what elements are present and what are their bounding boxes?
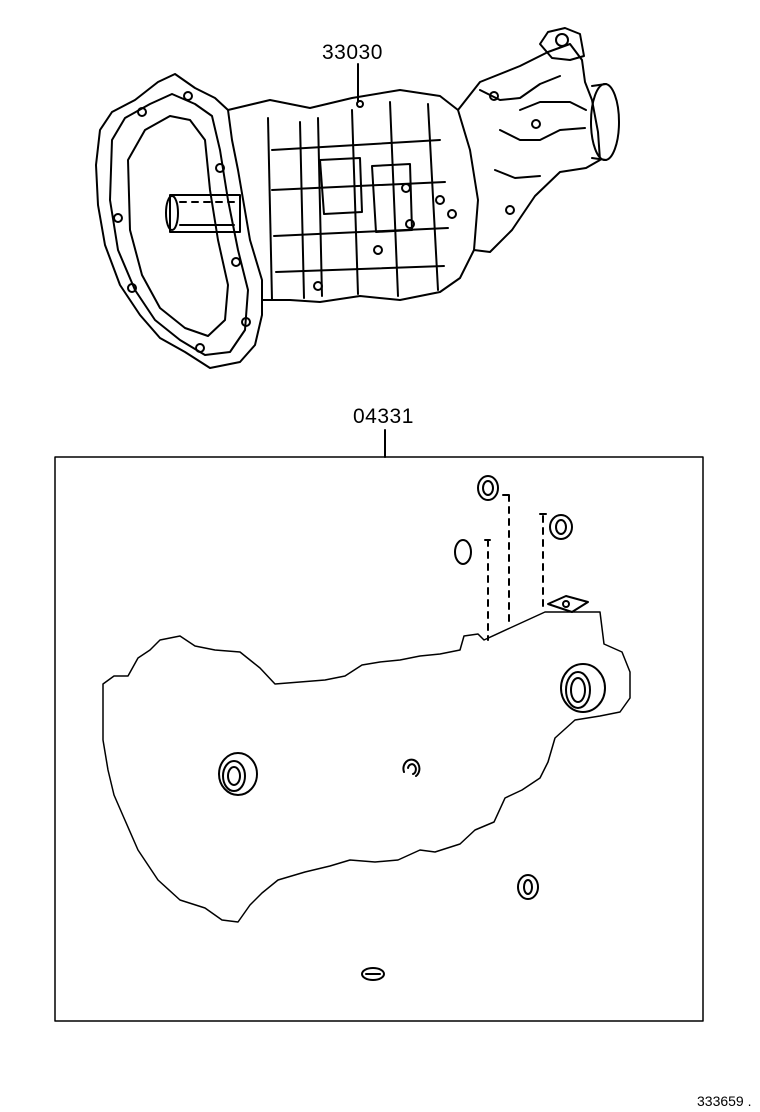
seal-ring-right — [549, 514, 573, 540]
part-number-transmission[interactable]: 33030 — [322, 41, 383, 64]
washer — [361, 967, 385, 981]
figure-id: 333659 . — [697, 1093, 752, 1109]
seal-ring-top — [477, 475, 499, 501]
seal-ring-lower — [517, 874, 539, 900]
gasket-kit-frame — [54, 456, 704, 1022]
o-ring — [454, 539, 472, 565]
transmission-assembly-drawing[interactable] — [95, 27, 620, 369]
gasket-plate — [547, 595, 589, 613]
oil-seal-medium — [218, 752, 258, 796]
oil-seal-large — [560, 663, 606, 713]
part-number-gasket-kit[interactable]: 04331 — [353, 405, 414, 428]
snap-ring — [402, 758, 421, 777]
gasket-kit-drawing[interactable] — [102, 475, 631, 981]
